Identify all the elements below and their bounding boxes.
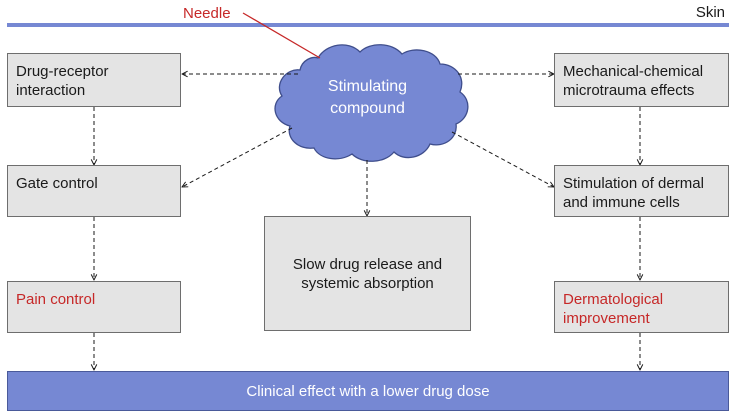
microtrauma-line-2: microtrauma effects xyxy=(563,82,695,99)
skin-line xyxy=(7,23,729,27)
stimulating-compound-cloud xyxy=(274,44,469,162)
skin-label: Skin xyxy=(695,4,725,21)
gate-control-box: Gate control xyxy=(7,165,181,217)
clinical-effect-bar: Clinical effect with a lower drug dose xyxy=(7,371,729,411)
clinical-effect-label: Clinical effect with a lower drug dose xyxy=(246,382,490,400)
arrow-cloud-to-gate-control xyxy=(182,127,293,187)
drug-receptor-line-2: interaction xyxy=(16,82,86,99)
slow-release-line-2: systemic absorption xyxy=(301,274,434,292)
slow-release-box: Slow drug release and systemic absorptio… xyxy=(264,216,471,331)
pain-control-box: Pain control xyxy=(7,281,181,333)
stimulation-line-1: Stimulation of dermal xyxy=(563,175,704,192)
arrow-cloud-to-stimulation xyxy=(451,131,554,187)
cloud-line-1: Stimulating xyxy=(327,78,408,95)
gate-control-label: Gate control xyxy=(16,175,98,192)
stimulation-box: Stimulation of dermal and immune cells xyxy=(554,165,729,217)
drug-receptor-line-1: Drug-receptor xyxy=(16,63,109,80)
cloud-line-2: compound xyxy=(330,100,405,117)
needle-line xyxy=(242,12,321,59)
microtrauma-box: Mechanical-chemical microtrauma effects xyxy=(554,53,729,107)
stimulating-compound-label: Stimulating compound xyxy=(300,76,435,120)
needle-label: Needle xyxy=(183,5,231,22)
dermatological-box: Dermatological improvement xyxy=(554,281,729,333)
dermatological-line-1: Dermatological xyxy=(563,291,664,308)
pain-control-label: Pain control xyxy=(16,291,96,308)
microtrauma-line-1: Mechanical-chemical xyxy=(563,63,704,80)
drug-receptor-box: Drug-receptor interaction xyxy=(7,53,181,107)
slow-release-line-1: Slow drug release and xyxy=(292,255,443,273)
stimulation-line-2: and immune cells xyxy=(563,194,680,211)
dermatological-line-2: improvement xyxy=(563,310,650,327)
